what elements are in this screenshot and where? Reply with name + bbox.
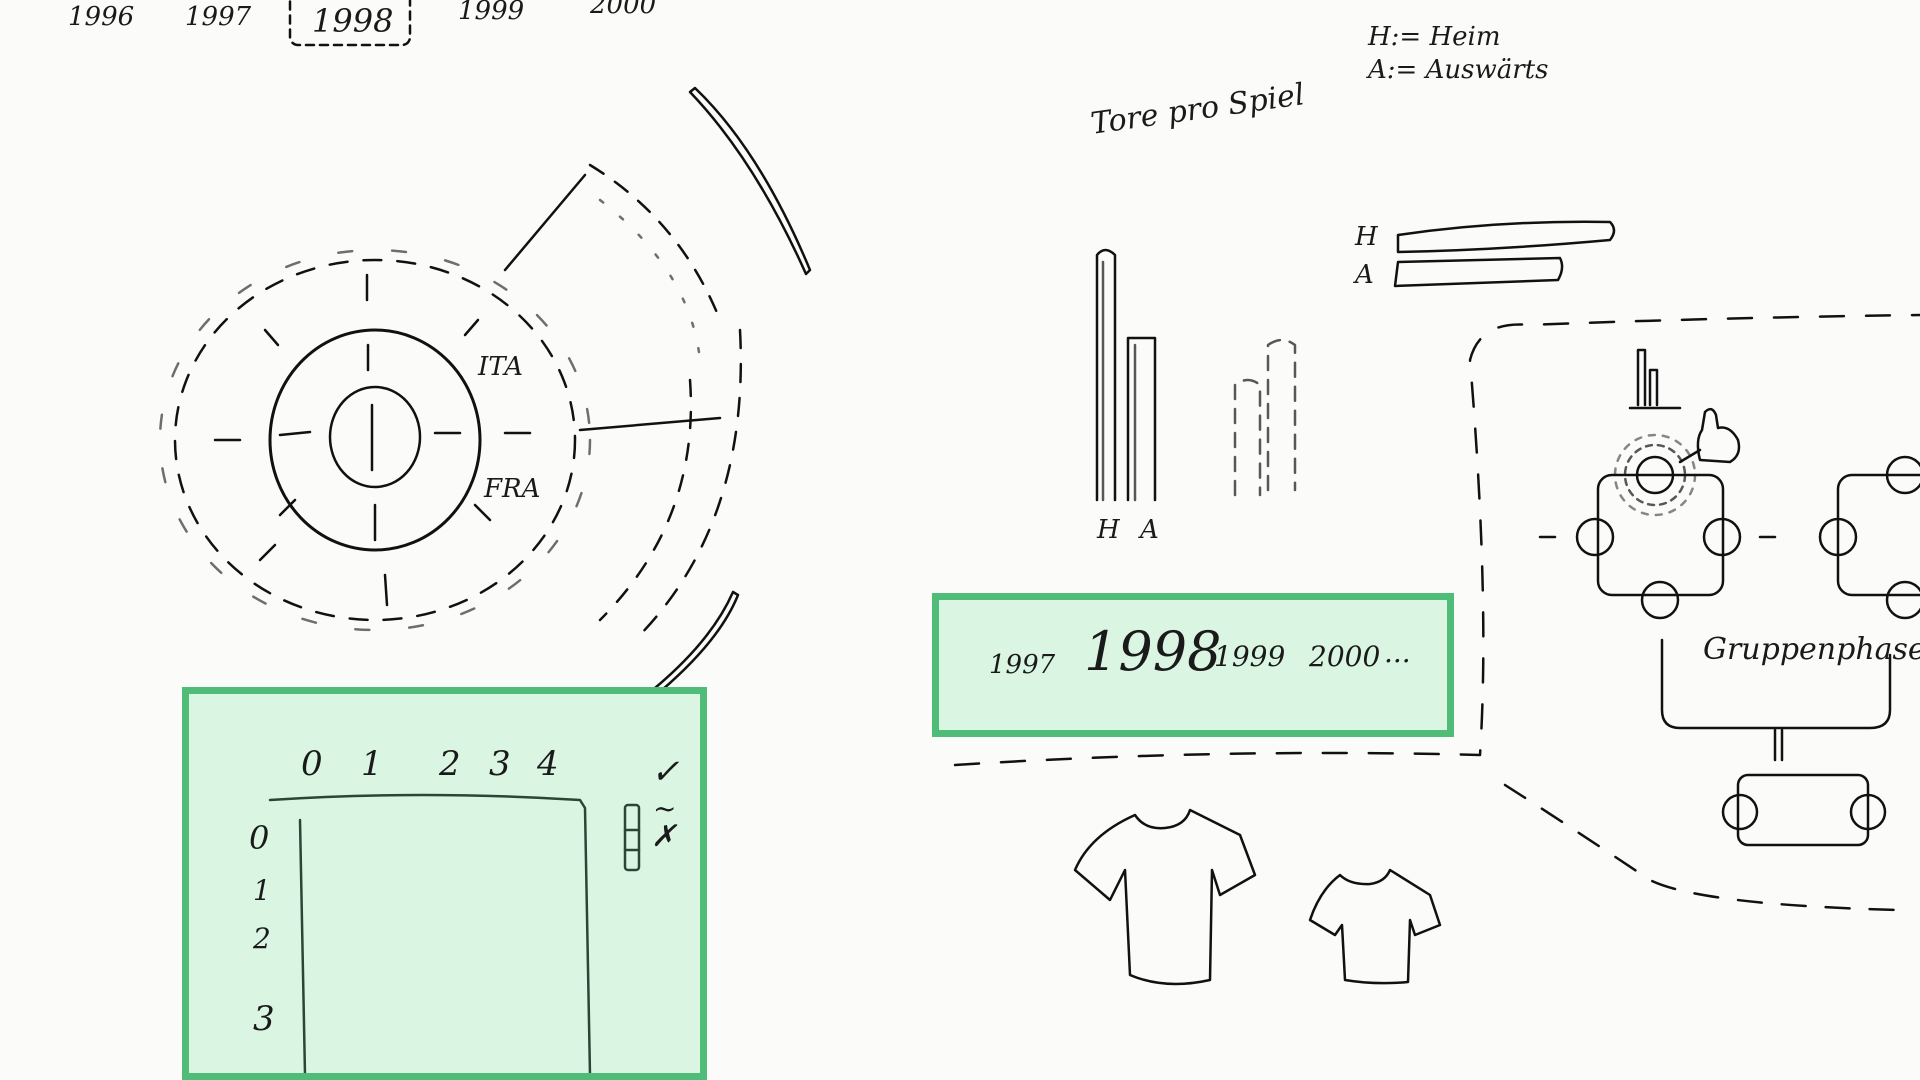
hbar-label-h: H [1355,222,1378,252]
group-phase-diagram[interactable] [1538,348,1920,847]
score-matrix[interactable] [268,793,641,1077]
year-selector-highlight[interactable]: 1997 1998 1999 2000 ... [932,593,1454,737]
group-phase-label: Gruppenphase [1703,632,1920,667]
goals-axis-label-h: H [1097,515,1120,545]
matrix-row-3: 3 [253,999,275,1039]
timeline-year-2000[interactable]: 2000 [590,0,657,20]
matrix-col-3: 3 [489,744,511,784]
hbar-label-a: A [1355,260,1374,290]
year-option-1998-selected[interactable]: 1998 [1084,620,1222,683]
matrix-legend-tilde-icon: ~ [653,792,677,825]
year-option-1997[interactable]: 1997 [989,650,1056,680]
matrix-row-1: 1 [253,874,271,907]
matrix-col-2: 2 [439,744,461,784]
shirt-icon-home [1073,808,1257,986]
matrix-row-0: 0 [249,819,270,857]
matrix-legend-cross-icon: ✗ [651,819,677,854]
year-option-2000[interactable]: 2000 [1309,640,1381,673]
radial-label-fra: FRA [484,474,541,504]
timeline-year-1997[interactable]: 1997 [185,2,252,32]
goals-axis-label-a: A [1140,515,1159,545]
year-option-more[interactable]: ... [1384,636,1411,669]
timeline-selected-box[interactable] [288,0,412,47]
matrix-col-0: 0 [301,744,323,784]
radial-label-ita: ITA [478,352,523,382]
goals-bars[interactable] [1095,248,1297,502]
hand-cursor-icon [1696,407,1741,464]
legend-away-definition: A:= Auswärts [1368,55,1549,85]
home-away-hbars[interactable] [1393,220,1616,288]
timeline-year-1998[interactable]: 1998 [312,2,394,40]
matrix-row-2: 2 [253,922,271,955]
matrix-col-1: 1 [361,744,383,784]
year-option-1999[interactable]: 1999 [1214,640,1286,673]
matrix-legend-check-icon: ✓ [651,752,680,792]
timeline-year-1996[interactable]: 1996 [68,2,135,32]
shirt-icon-away [1308,868,1442,985]
radial-chart[interactable] [158,86,812,692]
matrix-col-4: 4 [537,744,559,784]
legend-home-definition: H:= Heim [1368,22,1501,52]
score-matrix-highlight[interactable]: 0 1 2 3 4 0 1 2 3 ✓ ~ ✗ [182,687,707,1080]
timeline-year-1999[interactable]: 1999 [458,0,525,26]
detail-panel-frame [953,313,1920,767]
